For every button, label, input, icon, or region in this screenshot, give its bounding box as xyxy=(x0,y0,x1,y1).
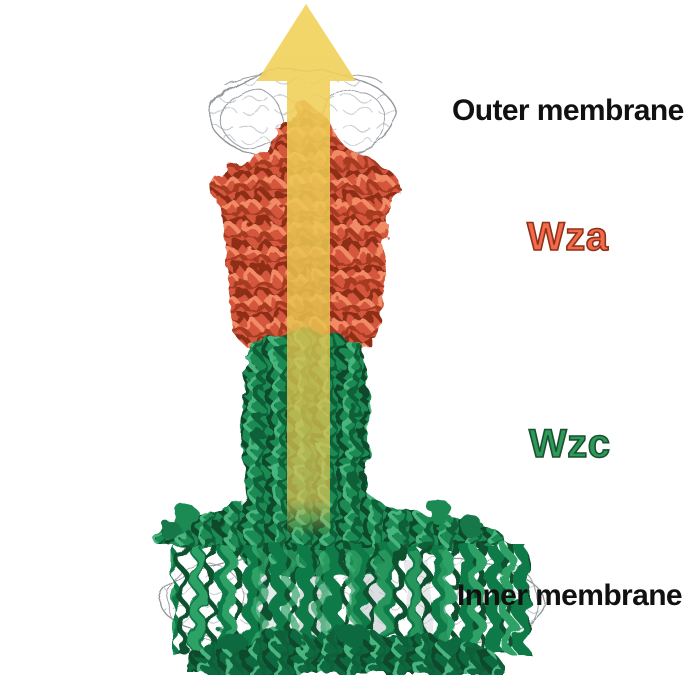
cytoplasmic-domains xyxy=(190,623,502,675)
wzc-structure xyxy=(152,331,504,575)
outer-membrane-label: Outer membrane xyxy=(452,94,684,127)
wzc-label: Wzc xyxy=(528,422,611,466)
transport-arrow-icon xyxy=(257,4,356,537)
inner-membrane-label: Inner membrane xyxy=(457,579,683,612)
wza-label: Wza xyxy=(526,215,609,259)
